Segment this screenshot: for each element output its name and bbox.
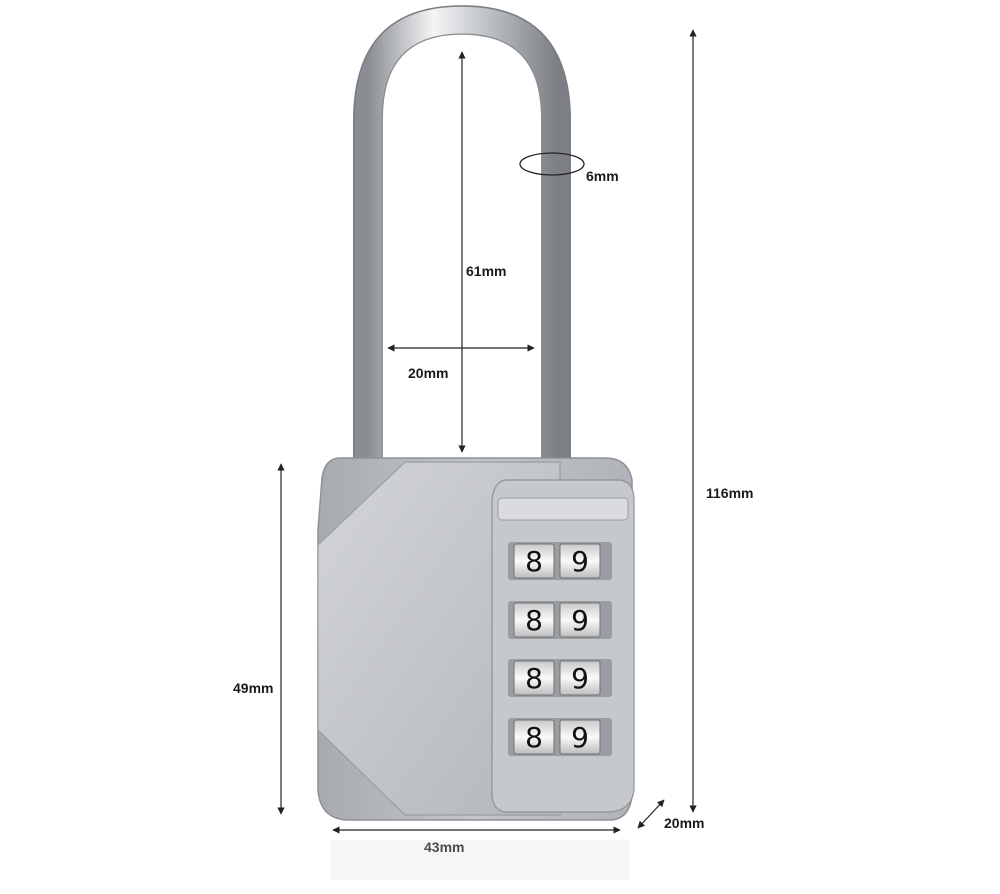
- dimension-lines: [277, 29, 697, 834]
- dial-wheel[interactable]: [559, 602, 601, 638]
- dial-digit: 8: [525, 721, 543, 754]
- shackle: [353, 4, 571, 470]
- dial-wheel[interactable]: [513, 543, 555, 579]
- label-shackle-clearance: 61mm: [466, 263, 506, 279]
- dial-wheel[interactable]: [513, 660, 555, 696]
- label-body-depth: 20mm: [664, 815, 704, 831]
- dial-wheel[interactable]: [513, 719, 555, 755]
- label-body-height: 49mm: [233, 680, 273, 696]
- dial-wheel[interactable]: [513, 602, 555, 638]
- dial-wheel[interactable]: [559, 719, 601, 755]
- label-total-height: 116mm: [706, 485, 753, 501]
- dial-digit: 8: [525, 662, 543, 695]
- label-shackle-inner-width: 20mm: [408, 365, 448, 381]
- dial-digit: 9: [571, 545, 589, 578]
- dial-wheel[interactable]: [559, 660, 601, 696]
- base-reflection: [330, 840, 630, 880]
- dial-digit: 9: [571, 721, 589, 754]
- label-shackle-diameter: 6mm: [586, 168, 619, 184]
- dial-digit: 9: [571, 662, 589, 695]
- dial-digit: 8: [525, 604, 543, 637]
- dial-digit: 9: [571, 604, 589, 637]
- dimension-line-body-depth: [637, 799, 665, 829]
- shackle-diameter-indicator: [519, 152, 585, 176]
- label-body-width: 43mm: [424, 839, 464, 855]
- dial-digit: 8: [525, 545, 543, 578]
- dial-wheel[interactable]: [559, 543, 601, 579]
